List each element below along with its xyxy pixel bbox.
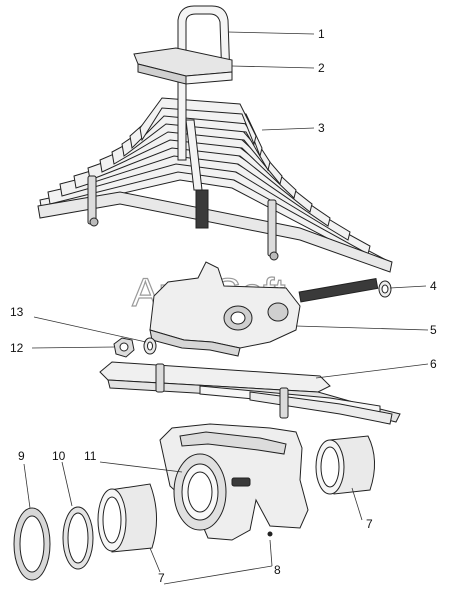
callout-10: 10 xyxy=(52,449,66,463)
bushing-left xyxy=(97,483,158,553)
callout-12: 12 xyxy=(10,341,24,355)
nut xyxy=(113,337,135,358)
callouts: 1 2 3 4 5 6 7 7 8 9 10 11 12 13 xyxy=(10,27,437,585)
retaining-ring xyxy=(13,507,51,581)
spring-top-plate xyxy=(133,47,233,85)
callout-13: 13 xyxy=(10,305,24,319)
callout-1: 1 xyxy=(318,27,325,41)
upper-leaf-spring xyxy=(37,97,393,273)
callout-11: 11 xyxy=(84,449,97,463)
callout-9: 9 xyxy=(18,449,25,463)
lower-leaf-spring xyxy=(99,361,401,425)
u-bolt-thread xyxy=(195,189,209,229)
callout-4: 4 xyxy=(430,279,437,293)
bushing-right xyxy=(315,435,375,495)
callout-8: 8 xyxy=(274,563,281,577)
callout-3: 3 xyxy=(318,121,325,135)
leader-lines xyxy=(23,31,429,585)
callout-7-left: 7 xyxy=(158,571,165,585)
seal-ring xyxy=(62,506,94,570)
spring-bracket xyxy=(149,261,301,357)
callout-7-right: 7 xyxy=(366,517,373,531)
callout-2: 2 xyxy=(318,61,325,75)
bolt xyxy=(298,277,392,303)
washer xyxy=(143,337,157,355)
u-bolt xyxy=(177,5,231,229)
axle-housing xyxy=(159,423,309,541)
callout-6: 6 xyxy=(430,357,437,371)
callout-5: 5 xyxy=(430,323,437,337)
